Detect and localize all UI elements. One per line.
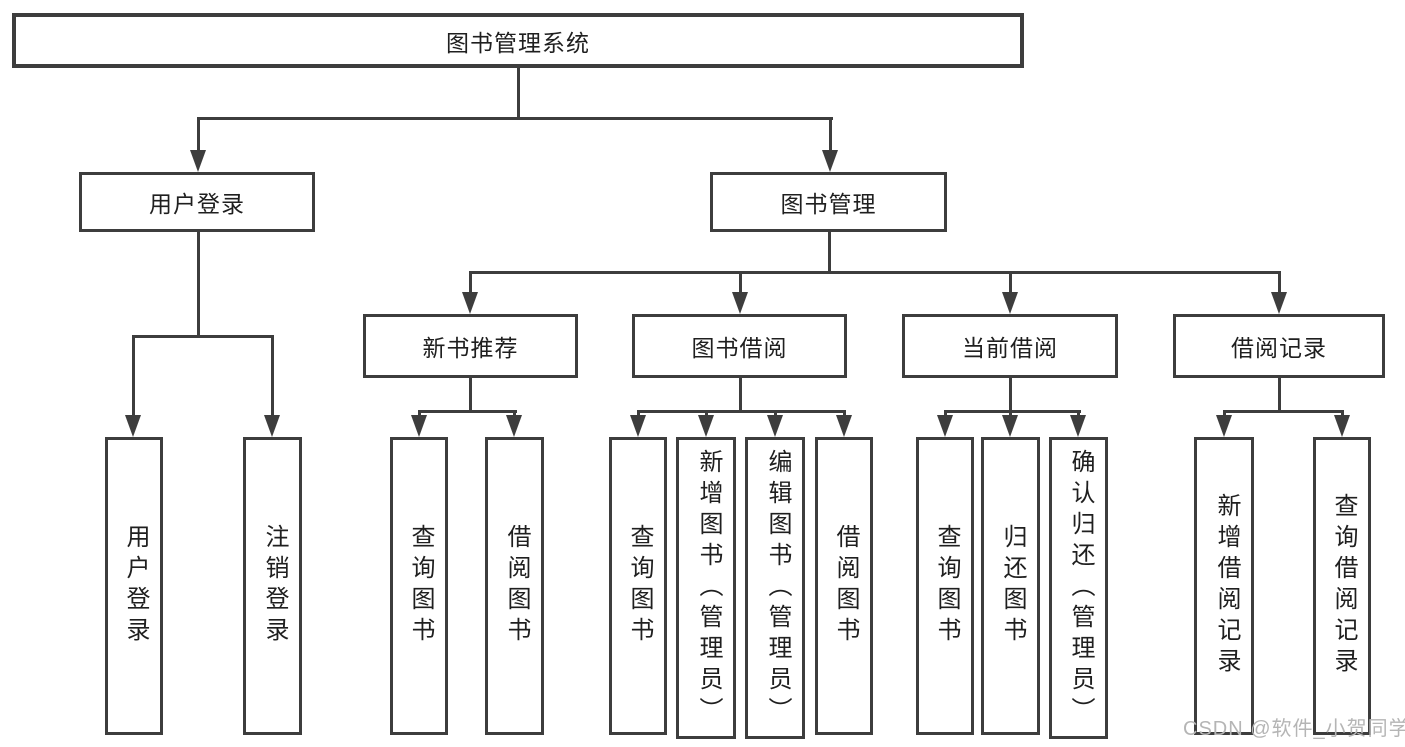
connector-hline <box>196 116 833 120</box>
leaf-add-books-admin: 新增图书（管理员） <box>676 437 736 739</box>
node-book-borrow: 图书借阅 <box>632 314 847 378</box>
connector-vline <box>1277 378 1281 411</box>
node-borrow-records: 借阅记录 <box>1173 314 1385 378</box>
connector-arrowhead <box>462 292 478 314</box>
connector-vline <box>738 272 742 294</box>
leaf-edit-books-admin: 编辑图书（管理员） <box>745 437 805 739</box>
connector-vline <box>828 118 832 152</box>
connector-vline <box>468 378 472 411</box>
connector-hline <box>131 334 274 338</box>
leaf-query-books-current: 查询图书 <box>916 437 974 735</box>
connector-vline <box>1008 378 1012 411</box>
leaf-return-books: 归还图书 <box>981 437 1040 735</box>
connector-vline <box>738 378 742 411</box>
leaf-query-books-recommend: 查询图书 <box>390 437 448 735</box>
connector-arrowhead <box>1070 415 1086 437</box>
connector-arrowhead <box>190 150 206 172</box>
csdn-watermark: CSDN @软件_小贺同学 <box>1183 718 1405 740</box>
leaf-borrow-books-recommend: 借阅图书 <box>485 437 544 735</box>
leaf-query-borrow-record: 查询借阅记录 <box>1313 437 1371 735</box>
leaf-user-login: 用户登录 <box>105 437 163 735</box>
connector-arrowhead <box>1002 292 1018 314</box>
connector-vline <box>516 67 520 118</box>
connector-arrowhead <box>767 415 783 437</box>
connector-arrowhead <box>1334 415 1350 437</box>
connector-vline <box>1277 272 1281 294</box>
connector-arrowhead <box>506 415 522 437</box>
connector-arrowhead <box>836 415 852 437</box>
node-current-borrow: 当前借阅 <box>902 314 1118 378</box>
node-new-book-recommend: 新书推荐 <box>363 314 578 378</box>
connector-vline <box>1008 272 1012 294</box>
connector-vline <box>827 232 831 272</box>
connector-hline <box>943 409 1081 413</box>
connector-vline <box>196 118 200 152</box>
connector-arrowhead <box>411 415 427 437</box>
leaf-query-books-borrow: 查询图书 <box>609 437 667 735</box>
node-user-login: 用户登录 <box>79 172 315 232</box>
connector-vline <box>196 232 200 336</box>
connector-hline <box>636 409 846 413</box>
leaf-add-borrow-record: 新增借阅记录 <box>1194 437 1254 735</box>
leaf-borrow-books: 借阅图书 <box>815 437 873 735</box>
connector-arrowhead <box>937 415 953 437</box>
leaf-logout: 注销登录 <box>243 437 302 735</box>
connector-arrowhead <box>698 415 714 437</box>
connector-arrowhead <box>1271 292 1287 314</box>
connector-arrowhead <box>732 292 748 314</box>
connector-arrowhead <box>630 415 646 437</box>
connector-hline <box>417 409 517 413</box>
connector-arrowhead <box>264 415 280 437</box>
connector-arrowhead <box>1216 415 1232 437</box>
leaf-confirm-return-admin: 确认归还（管理员） <box>1049 437 1108 739</box>
connector-arrowhead <box>1002 415 1018 437</box>
connector-vline <box>131 336 135 417</box>
connector-arrowhead <box>822 150 838 172</box>
connector-arrowhead <box>125 415 141 437</box>
connector-vline <box>270 336 274 417</box>
connector-vline <box>468 272 472 294</box>
connector-hline <box>468 270 1281 274</box>
node-book-management: 图书管理 <box>710 172 947 232</box>
node-root: 图书管理系统 <box>12 13 1024 68</box>
connector-hline <box>1222 409 1344 413</box>
